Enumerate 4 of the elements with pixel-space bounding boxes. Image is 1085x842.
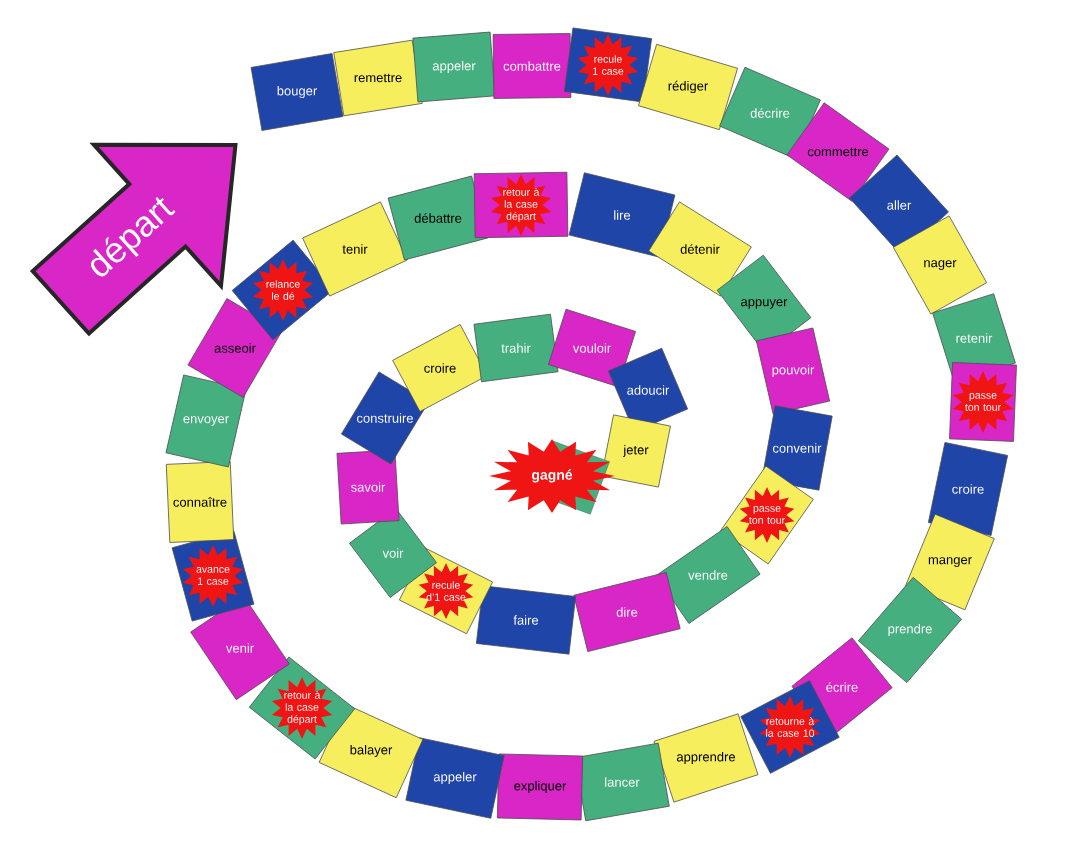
board-square: combattre — [492, 33, 572, 99]
board-square: retour à la case départ — [473, 171, 569, 239]
board-square: expliquer — [496, 753, 584, 821]
finish-star: gagné — [489, 439, 615, 515]
